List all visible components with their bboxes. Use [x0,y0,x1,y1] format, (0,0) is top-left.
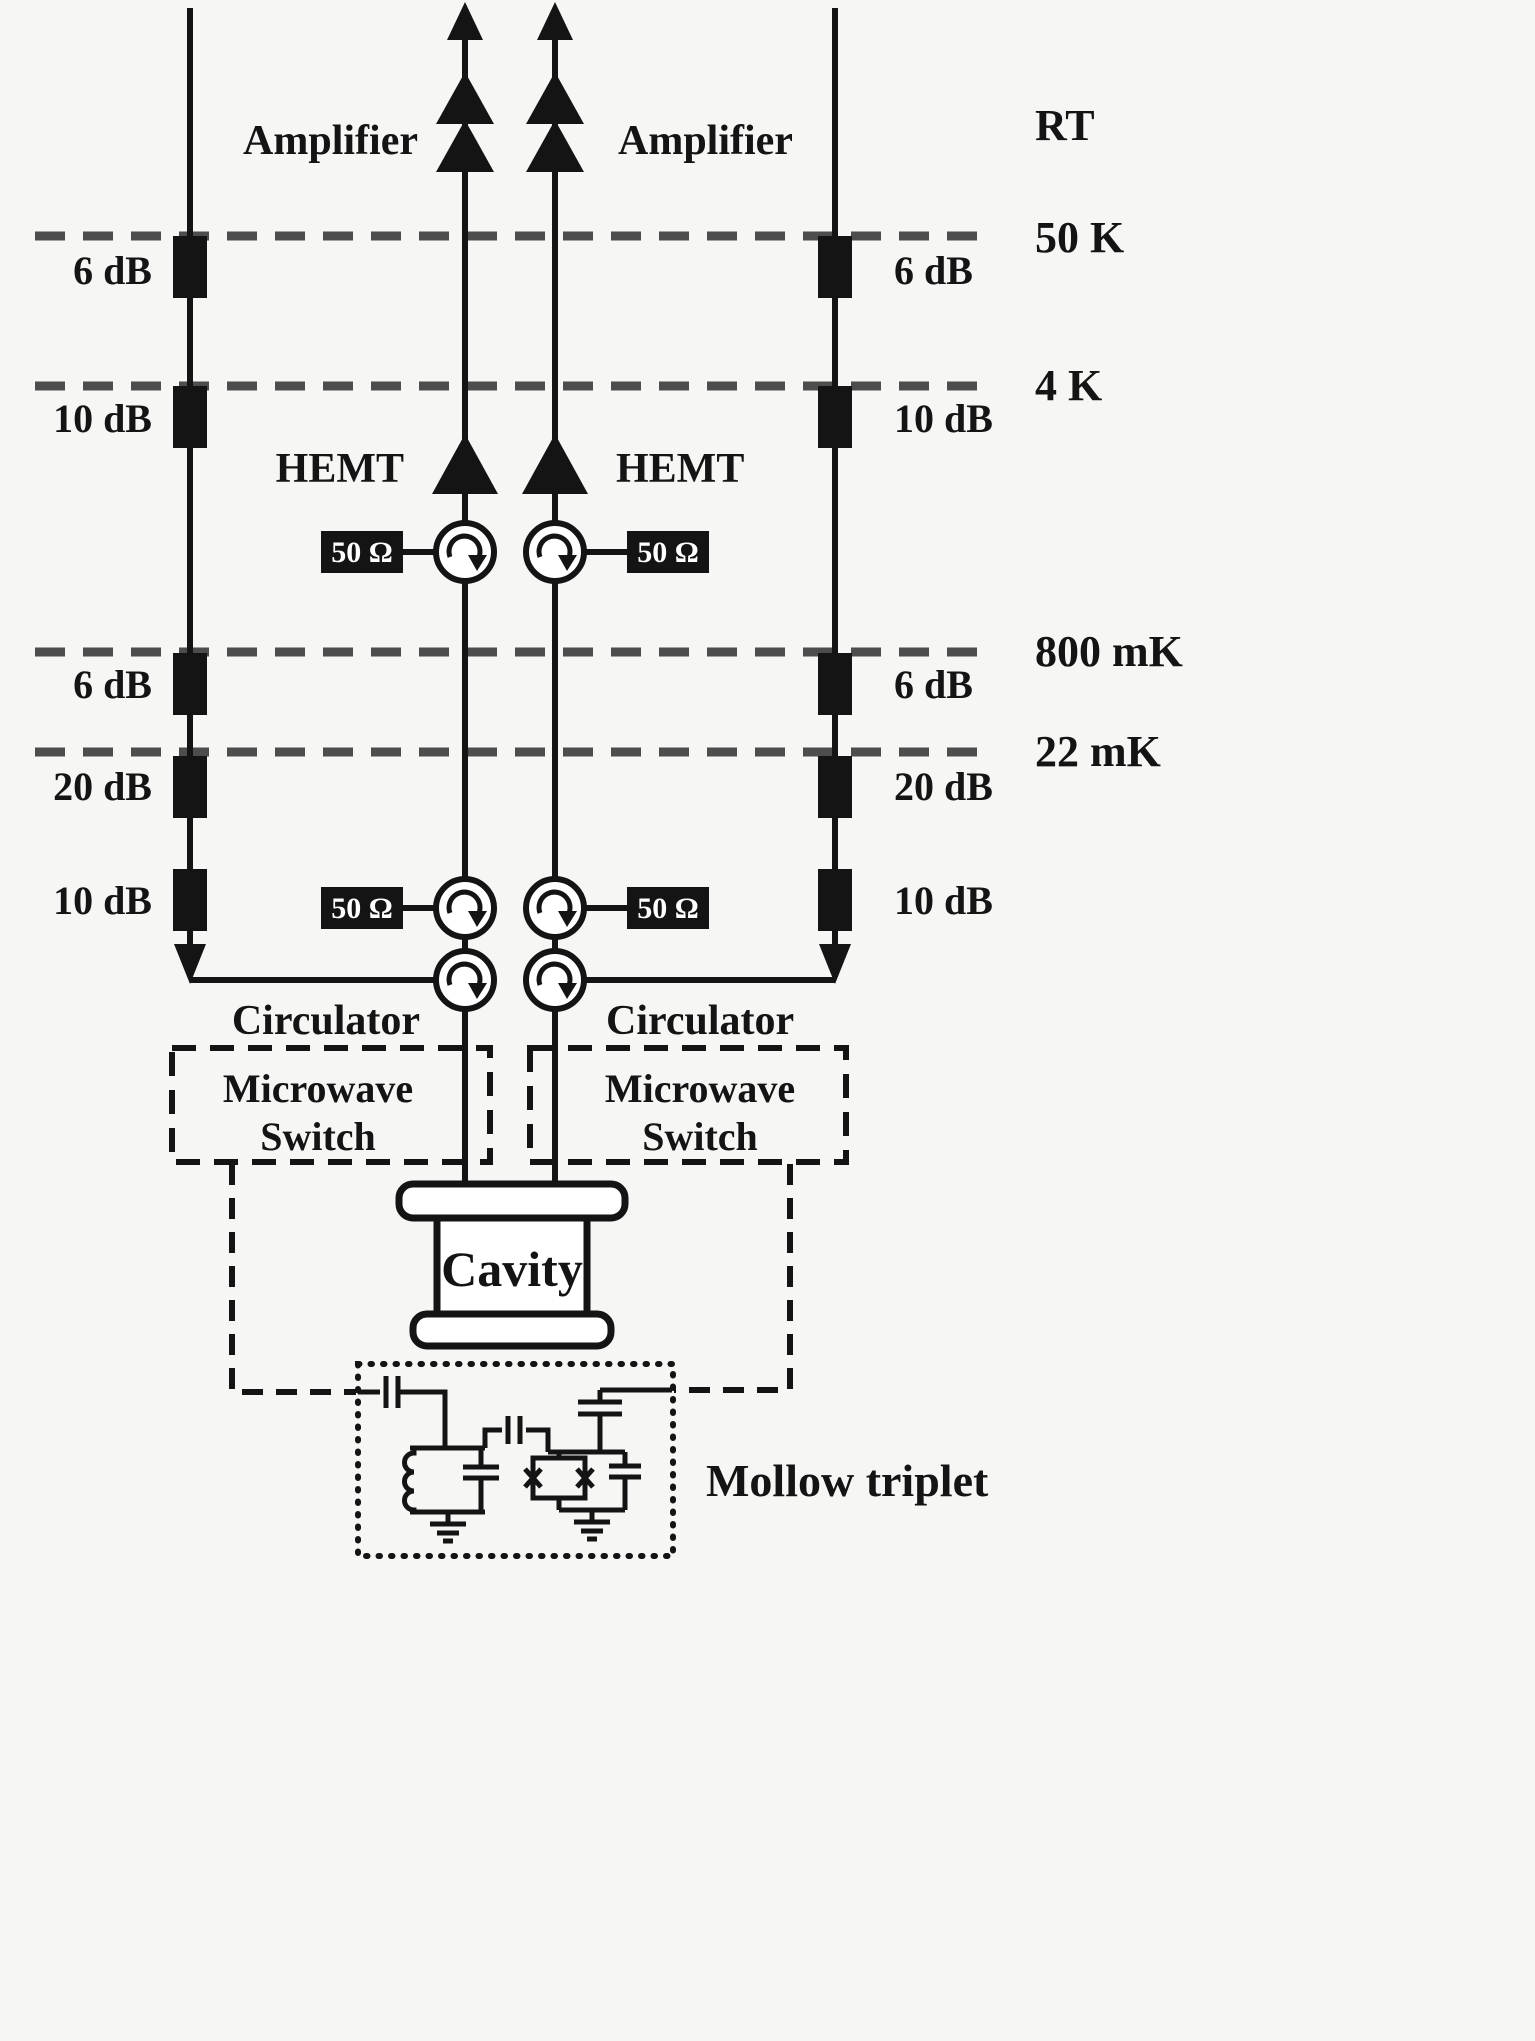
attenuator-label: 6 dB [894,662,973,707]
microwave-switch-left: Microwave Switch [169,1045,493,1165]
down-arrow-icon [174,944,206,984]
attenuator-label: 6 dB [894,248,973,293]
attenuator-label: 6 dB [73,662,152,707]
amplifier-icon [436,72,494,124]
switch-box [169,1045,493,1165]
amplifier-label-right: Amplifier [618,118,793,164]
circulator-label-left: Circulator [232,998,420,1044]
temp-label-50k: 50 K [1035,213,1124,262]
cavity-label: Cavity [441,1241,583,1297]
attenuator-block [173,756,207,818]
input-coupling-capacitor [358,1376,448,1448]
amplifier-icon [526,120,584,172]
attenuator-block [818,653,852,715]
attenuator-label: 20 dB [894,764,993,809]
ground-icon [574,1522,610,1539]
amplifier-label-left: Amplifier [243,118,418,164]
temp-label-22mk: 22 mK [1035,727,1161,776]
termination-label: 50 Ω [637,892,699,925]
squid-loop [530,1455,588,1501]
attenuator-block [818,756,852,818]
output-line-left [447,2,483,1196]
terminations-row1: 50 Ω 50 Ω [321,531,709,573]
circulators [436,523,584,1009]
ground-icon [430,1524,466,1541]
amplifier-icon [436,120,494,172]
up-arrow-icon [537,2,573,40]
rt-amplifier-right [526,72,584,172]
josephson-junction-icon [523,1467,543,1489]
shunt-capacitor-icon [609,1452,641,1510]
switch-label-line1: Microwave [223,1066,413,1111]
termination-label: 50 Ω [331,892,393,925]
circulator-icon [436,523,494,581]
switch-to-circuit-connector-right [674,1164,793,1393]
capacitor-icon [463,1448,499,1512]
attenuator-label: 10 dB [53,396,152,441]
attenuator-label: 20 dB [53,764,152,809]
circulator-icon [436,879,494,937]
switch-box [527,1045,849,1165]
attenuator-block [173,869,207,931]
inductor-icon [402,1448,417,1513]
drive-gate-capacitor [578,1387,672,1452]
termination-label: 50 Ω [637,536,699,569]
josephson-junction-icon [575,1467,595,1489]
hemt-amplifier-icon-right [522,434,588,494]
rt-amplifier-left [436,72,494,172]
attenuator-block [173,653,207,715]
temp-label-4k: 4 K [1035,361,1102,410]
circulator-icon [436,951,494,1009]
circulator-icon [526,951,584,1009]
attenuators-right: 6 dB 10 dB 6 dB 20 dB 10 dB [818,236,993,931]
mollow-triplet-label: Mollow triplet [706,1455,989,1506]
attenuator-block [818,386,852,448]
hemt-label-left: HEMT [276,446,404,492]
switch-label-line1: Microwave [605,1066,795,1111]
cavity-bottom-flange [409,1310,615,1350]
circuit-dotted-box [355,1361,676,1559]
switch-label-line2: Switch [642,1114,758,1159]
mollow-triplet-circuit [355,1361,676,1559]
hemt-label-right: HEMT [616,446,744,492]
output-line-right [537,2,573,1196]
cavity-top-flange [395,1180,629,1222]
attenuator-block [818,869,852,931]
attenuator-block [173,236,207,298]
attenuator-block [818,236,852,298]
amplifier-icon [526,72,584,124]
microwave-switch-right: Microwave Switch [527,1045,849,1165]
cavity: Cavity [395,1180,629,1350]
down-arrow-icon [819,944,851,984]
attenuators-left: 6 dB 10 dB 6 dB 20 dB 10 dB [53,236,207,931]
circulator-label-right: Circulator [606,998,794,1044]
temp-label-rt: RT [1035,101,1095,150]
attenuator-label: 10 dB [894,878,993,923]
switch-to-circuit-connector-left [229,1164,356,1395]
coupling-capacitor [482,1416,551,1452]
temp-label-800mk: 800 mK [1035,627,1183,676]
temperature-labels: RT 50 K 4 K 800 mK 22 mK [1035,101,1183,776]
attenuator-label: 10 dB [53,878,152,923]
termination-label: 50 Ω [331,536,393,569]
squid-branch [523,1449,641,1539]
hemt-amplifier-icon-left [432,434,498,494]
attenuator-label: 10 dB [894,396,993,441]
lc-resonator [402,1445,499,1541]
attenuator-block [173,386,207,448]
circulator-icon [526,879,584,937]
attenuator-label: 6 dB [73,248,152,293]
switch-label-line2: Switch [260,1114,376,1159]
up-arrow-icon [447,2,483,40]
circulator-icon [526,523,584,581]
terminations-row2: 50 Ω 50 Ω [321,887,709,929]
